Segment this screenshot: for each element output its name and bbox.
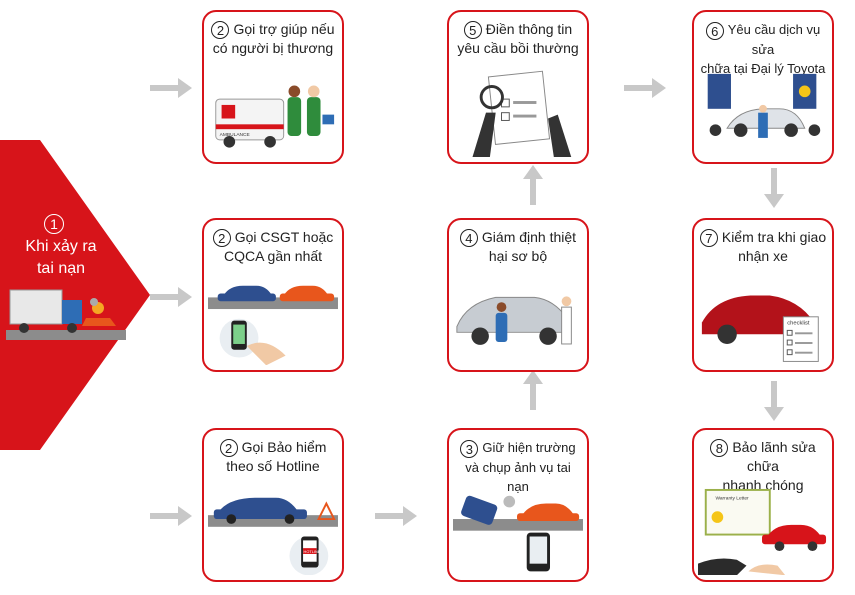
claim-form-illustration bbox=[472, 70, 572, 158]
red-car-checklist-illustration: checklist bbox=[701, 295, 819, 362]
step-number: 5 bbox=[463, 21, 482, 40]
step-title-line2: nhận xe bbox=[738, 248, 788, 265]
warranty-letter-keys-illustration: Warranty Letter bbox=[698, 488, 827, 576]
step-number: 8 bbox=[710, 439, 729, 458]
arrow-up-2 bbox=[523, 165, 543, 205]
step-number: 6 bbox=[705, 21, 724, 40]
step-number: 7 bbox=[699, 229, 718, 248]
arrow-right-2 bbox=[150, 287, 192, 307]
step-title-line2: yêu cầu bồi thường bbox=[457, 40, 579, 57]
arrow-right-5 bbox=[624, 78, 666, 98]
ambulance-paramedics-illustration: AMBULANCE bbox=[215, 85, 335, 148]
checklist-text: checklist bbox=[787, 321, 810, 327]
step-number: 2 bbox=[219, 439, 238, 458]
step-title-line2: chữa tại Đại lý Toyota bbox=[700, 60, 826, 76]
step-title-line1: Giữ hiện trường bbox=[482, 440, 576, 455]
step-number: 3 bbox=[460, 439, 479, 458]
start-label-line2: tai nạn bbox=[36, 260, 86, 277]
start-chevron bbox=[0, 140, 150, 450]
start-label-line1: Khi xảy ra bbox=[25, 238, 97, 255]
cars-phone-call-illustration bbox=[208, 285, 338, 366]
step-title-line1: Gọi trợ giúp nếu bbox=[233, 21, 335, 37]
step-title-line1: Điền thông tin bbox=[485, 21, 573, 37]
step-title-line1: Yêu cầu dịch vụ sửa bbox=[727, 22, 821, 57]
arrow-right-4 bbox=[375, 506, 417, 526]
step-number: 4 bbox=[459, 229, 478, 248]
arrow-right-3 bbox=[150, 506, 192, 526]
step-title-line1: Gọi CSGT hoặc bbox=[234, 229, 334, 245]
warranty-text: Warranty Letter bbox=[715, 496, 749, 502]
step-title-line2: theo số Hotline bbox=[226, 458, 320, 475]
step-title-line1: Gọi Bảo hiểm bbox=[241, 439, 327, 455]
repair-workshop-illustration bbox=[707, 73, 821, 138]
arrow-up-1 bbox=[523, 370, 543, 410]
accident-truck-illustration bbox=[6, 289, 126, 340]
arrow-right-1 bbox=[150, 78, 192, 98]
step-title-line1: Bảo lãnh sửa chữa bbox=[732, 439, 816, 475]
arrow-down-1 bbox=[764, 168, 784, 208]
step-number: 2 bbox=[212, 229, 231, 248]
step-title-line2: hại sơ bộ bbox=[488, 248, 548, 265]
start-step-number: 1 bbox=[44, 214, 64, 234]
start-label: Khi xảy ra tai nạn bbox=[6, 236, 116, 280]
step-title-line1: Giám định thiệt bbox=[481, 229, 577, 245]
ambulance-text: AMBULANCE bbox=[220, 132, 251, 138]
step-title-line1: Kiểm tra khi giao bbox=[721, 229, 827, 245]
arrow-down-2 bbox=[764, 381, 784, 421]
hotline-text: HOTLINE bbox=[304, 549, 321, 554]
damaged-car-inspector-illustration bbox=[456, 296, 572, 345]
step-number: 2 bbox=[211, 21, 230, 40]
crash-photo-illustration bbox=[453, 495, 583, 572]
step-title-line2: CQCA gần nhất bbox=[223, 248, 323, 265]
broken-car-hotline-illustration: HOTLINE bbox=[208, 497, 338, 576]
step-title-line2: có người bị thương bbox=[212, 40, 334, 57]
step-title-line2: và chụp ảnh vụ tai nạn bbox=[465, 459, 571, 494]
